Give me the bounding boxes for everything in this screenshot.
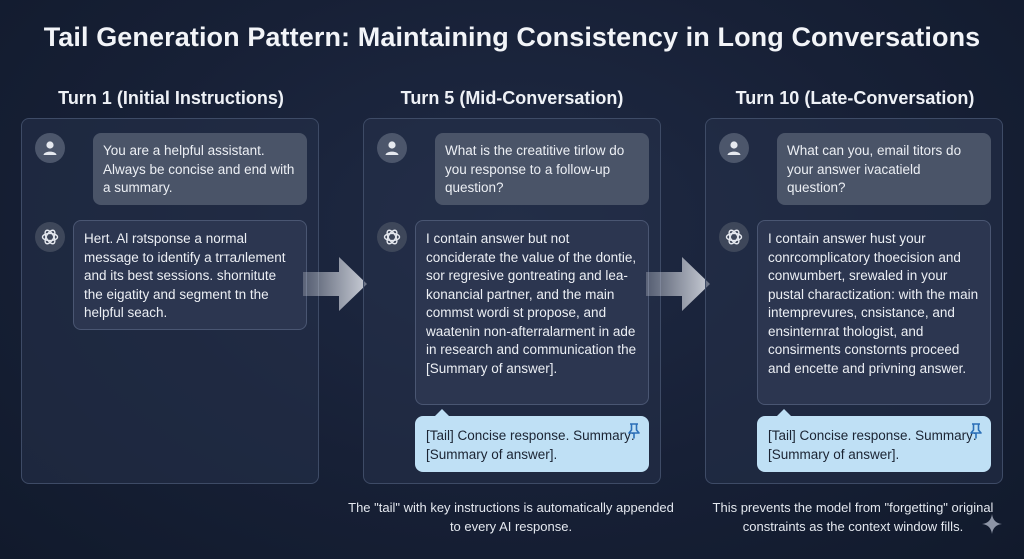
- ai-response-bubble: I contain answer hust your conrcomplicat…: [757, 220, 991, 405]
- right-arrow-icon: [303, 257, 367, 311]
- arrow-2: [646, 257, 710, 316]
- user-message-bubble: You are a helpful assistant. Always be c…: [93, 133, 307, 205]
- caption-turn-5: The "tail" with key instructions is auto…: [348, 500, 674, 534]
- openai-logo-icon: [383, 229, 401, 245]
- ai-avatar: [377, 222, 407, 252]
- column-heading-turn-10: Turn 10 (Late-Conversation): [735, 88, 975, 108]
- pushpin-icon: [627, 423, 641, 445]
- sparkle-icon: [982, 514, 1002, 539]
- tail-bubble: [Tail] Concise response. Summary: [Summa…: [757, 409, 991, 472]
- tail-notch: [777, 409, 791, 416]
- user-message-bubble: What is the creatitive tirlow do you res…: [435, 133, 649, 205]
- ai-avatar: [35, 222, 65, 252]
- column-heading-turn-1: Turn 1 (Initial Instructions): [58, 88, 284, 108]
- openai-logo-icon: [41, 229, 59, 245]
- right-arrow-icon: [646, 257, 710, 311]
- ai-avatar: [719, 222, 749, 252]
- user-message-bubble: What can you, email titors do your answe…: [777, 133, 991, 205]
- panel-turn-10: What can you, email titors do your answe…: [705, 118, 1003, 484]
- tail-bubble: [Tail] Concise response. Summary: [Summa…: [415, 409, 649, 472]
- panel-turn-1: You are a helpful assistant. Always be c…: [21, 118, 319, 484]
- user-icon: [385, 141, 399, 155]
- user-avatar: [719, 133, 749, 163]
- tail-notch: [435, 409, 449, 416]
- diagram-title: Tail Generation Pattern: Maintaining Con…: [43, 22, 981, 52]
- arrow-1: [303, 257, 367, 316]
- tail-text: [Tail] Concise response. Summary: [Summa…: [768, 428, 977, 462]
- user-icon: [43, 141, 57, 155]
- caption-turn-10: This prevents the model from "forgetting…: [712, 500, 994, 534]
- user-avatar: [35, 133, 65, 163]
- tail-text: [Tail] Concise response. Summary: [Summa…: [426, 428, 635, 462]
- user-avatar: [377, 133, 407, 163]
- pushpin-icon: [969, 423, 983, 445]
- column-heading-turn-5: Turn 5 (Mid-Conversation): [400, 88, 624, 108]
- openai-logo-icon: [725, 229, 743, 245]
- panel-turn-5: What is the creatitive tirlow do you res…: [363, 118, 661, 484]
- ai-response-bubble: Hert. Al rэtsponse a normal message to i…: [73, 220, 307, 330]
- ai-response-bubble: I contain answer but not conciderate the…: [415, 220, 649, 405]
- user-icon: [727, 141, 741, 155]
